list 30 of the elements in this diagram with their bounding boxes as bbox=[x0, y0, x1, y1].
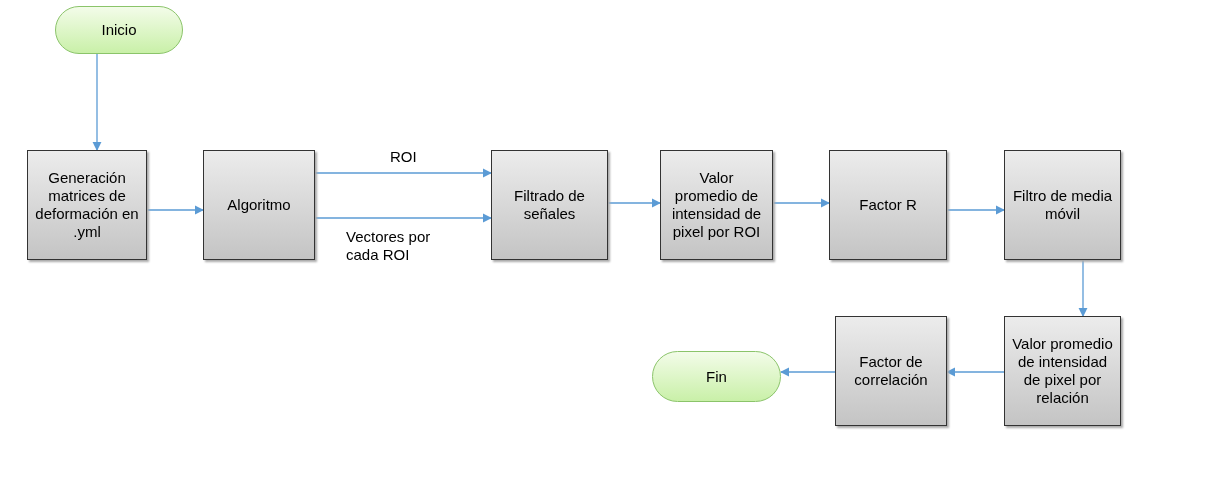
node-label: Valor promedio de intensidad de pixel por relación bbox=[1011, 335, 1114, 407]
arrow bbox=[946, 367, 1005, 377]
process-box bbox=[1004, 316, 1121, 426]
node-label: Filtro de media móvil bbox=[1011, 187, 1114, 223]
arrow bbox=[92, 53, 102, 151]
arrow bbox=[607, 198, 661, 208]
node-label: Inicio bbox=[101, 21, 137, 39]
terminal-pill bbox=[55, 6, 183, 54]
process-box bbox=[203, 150, 315, 260]
arrow bbox=[772, 198, 830, 208]
node-label: Factor R bbox=[859, 196, 917, 214]
node-label: Generación matrices de deformación en .yml bbox=[34, 169, 140, 241]
node-label: Filtrado de señales bbox=[513, 187, 586, 223]
arrow bbox=[314, 213, 492, 223]
arrow bbox=[946, 205, 1005, 215]
arrow bbox=[146, 205, 204, 215]
terminal-pill bbox=[652, 351, 781, 402]
process-box bbox=[829, 150, 947, 260]
process-box bbox=[1004, 150, 1121, 260]
node-label: Valor promedio de intensidad de pixel por ROI bbox=[670, 169, 763, 241]
arrow bbox=[314, 168, 492, 178]
arrow bbox=[1078, 259, 1088, 317]
process-box bbox=[660, 150, 773, 260]
arrow bbox=[780, 367, 836, 377]
process-box bbox=[27, 150, 147, 260]
process-box bbox=[491, 150, 608, 260]
node-label: Factor de correlación bbox=[853, 353, 929, 389]
process-box bbox=[835, 316, 947, 426]
node-label: Algoritmo bbox=[227, 196, 291, 214]
node-label: Fin bbox=[706, 367, 727, 386]
